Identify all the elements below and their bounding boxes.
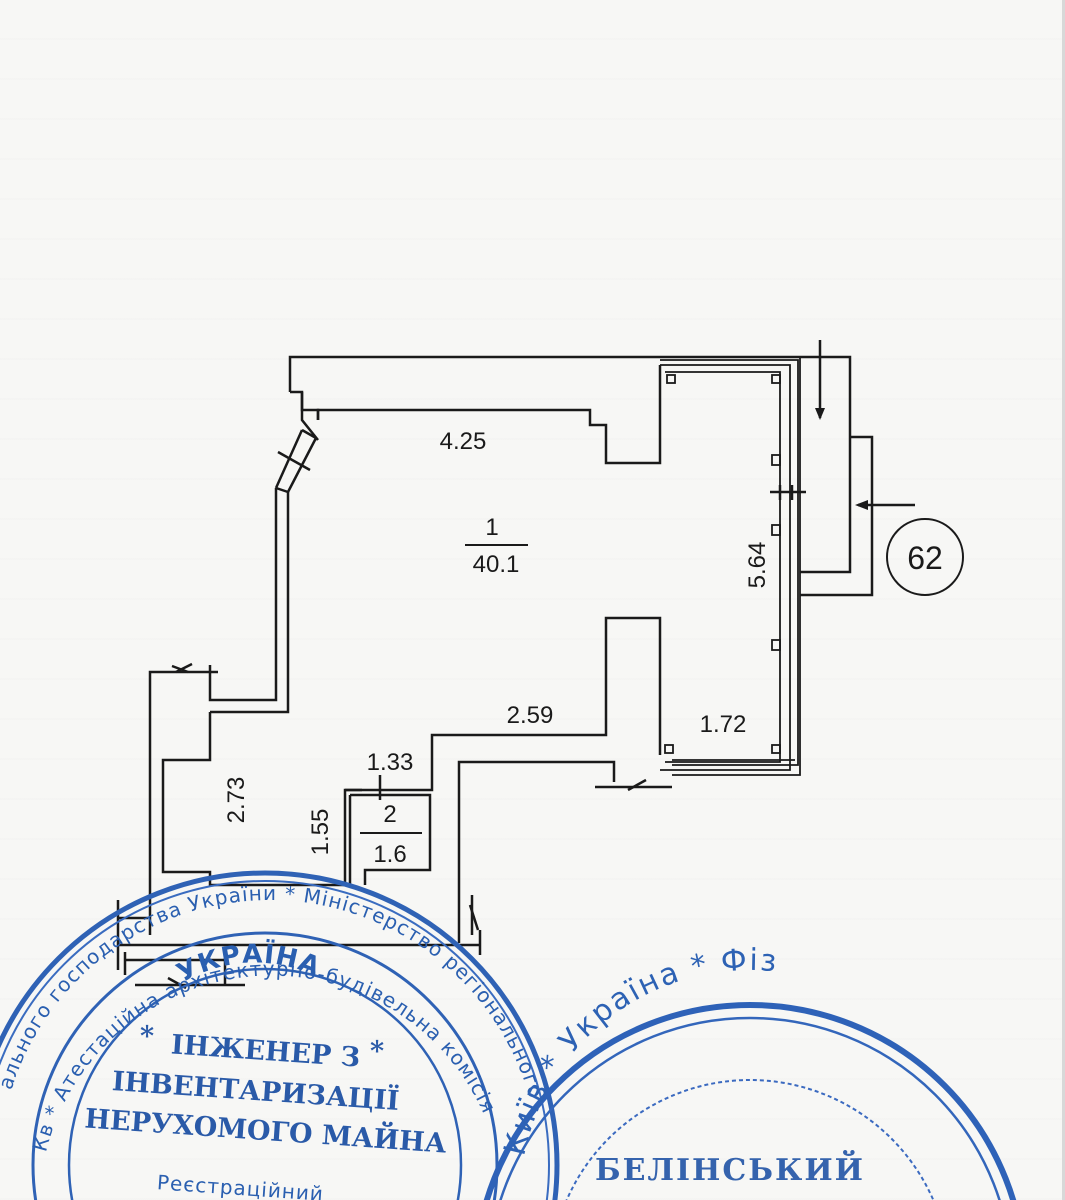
dimension-alcove-width: 1.72 <box>700 711 747 738</box>
loggia-walls <box>660 357 801 776</box>
corridor-wall-top <box>345 616 662 792</box>
page-edge <box>1062 0 1065 1200</box>
stamp-line-registration: Реєстраційний <box>156 1170 324 1200</box>
left-official-stamp: ального господарства України * Міністерс… <box>0 870 560 1200</box>
svg-text:*: * <box>140 1021 154 1052</box>
dimension-corridor-width: 2.59 <box>507 702 554 729</box>
svg-text:62: 62 <box>907 540 943 576</box>
dimension-top-width: 4.25 <box>440 428 487 455</box>
dimension-left-height: 2.73 <box>223 777 250 824</box>
wall-nubs <box>664 374 781 754</box>
dimension-bathroom-width: 1.33 <box>367 749 414 776</box>
room-1-label: 1 40.1 <box>465 514 528 578</box>
inner-wall-top <box>316 365 662 465</box>
svg-text:*: * <box>370 1036 384 1067</box>
left-wall-lower <box>161 712 362 887</box>
bathroom-walls <box>350 793 432 885</box>
balcony-outline <box>800 415 852 574</box>
dimension-right-height: 5.64 <box>744 542 771 589</box>
dimension-bathroom-height: 1.55 <box>307 809 334 856</box>
svg-text:1: 1 <box>485 514 498 541</box>
room-2-label: 2 1.6 <box>360 801 422 868</box>
svg-text:2: 2 <box>383 801 396 828</box>
walls <box>116 340 915 990</box>
stamp-ring-text: Київ * Україна * Фіз <box>498 943 780 1159</box>
svg-text:40.1: 40.1 <box>473 551 520 578</box>
apartment-number-bubble: 62 <box>886 518 964 596</box>
svg-text:1.6: 1.6 <box>373 841 406 868</box>
stamp-line-engineer: ІНЖЕНЕР З <box>170 1029 361 1073</box>
stamp-name: БЕЛІНСЬКИЙ <box>595 1150 865 1188</box>
corridor-wall-bottom <box>457 760 616 943</box>
window-mark <box>277 450 311 472</box>
outer-wall-top <box>288 355 852 415</box>
